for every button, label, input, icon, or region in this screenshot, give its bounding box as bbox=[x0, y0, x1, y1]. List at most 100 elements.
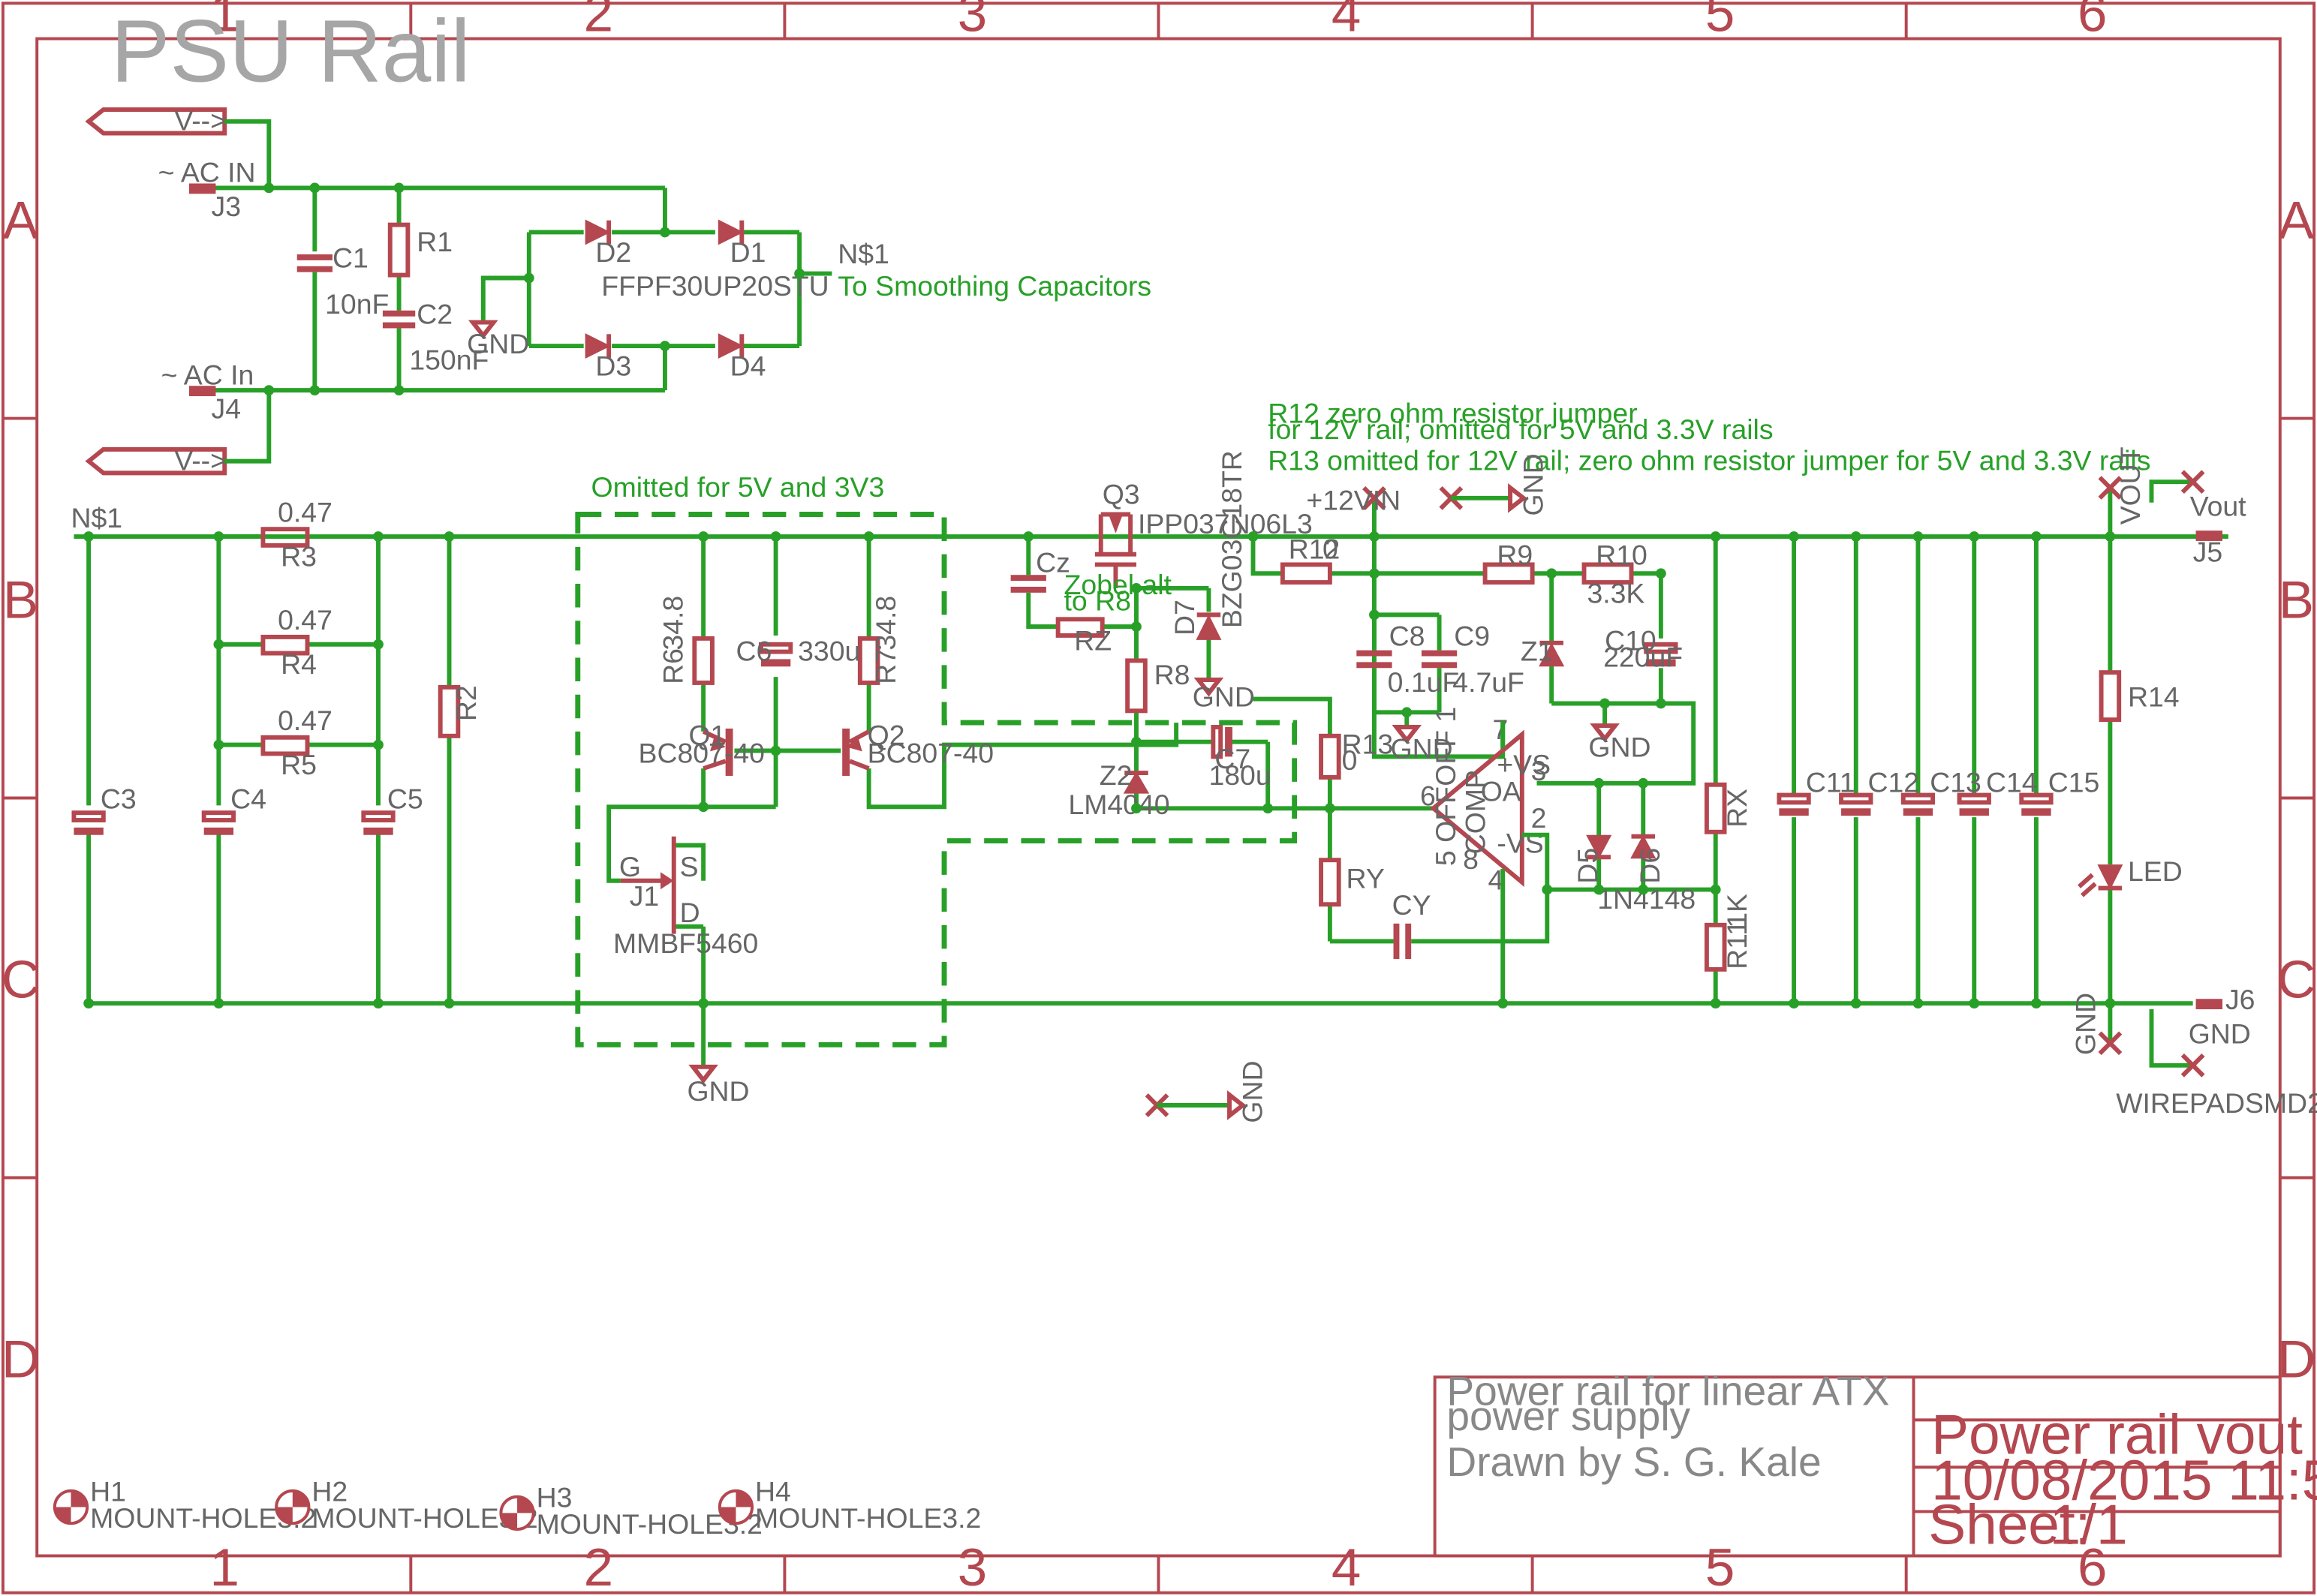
r6-label: R6 bbox=[657, 648, 689, 684]
design-notes: R12 zero ohm resistor jumper for 12V rai… bbox=[591, 397, 2151, 502]
j6-label: J6 bbox=[2225, 984, 2255, 1015]
tb-description-2: power supply bbox=[1446, 1393, 1690, 1439]
gnd-symbol-icon bbox=[1392, 725, 1422, 744]
r10-value: 3.3K bbox=[1587, 578, 1644, 609]
r6-value: 34.8 bbox=[657, 596, 689, 651]
h4-label: H4 bbox=[755, 1476, 791, 1507]
r13-value: 0 bbox=[1342, 744, 1358, 776]
c14-label: C14 bbox=[1986, 767, 2038, 798]
omitted-note: Omitted for 5V and 3V3 bbox=[591, 471, 885, 503]
c10-value: 220uF bbox=[1603, 641, 1683, 672]
tb-sheet-number: 1/1 bbox=[2050, 1493, 2128, 1556]
c1-label: C1 bbox=[333, 242, 369, 274]
d2-label: D2 bbox=[595, 236, 631, 268]
col-label: 6 bbox=[2078, 0, 2107, 44]
d1-label: D1 bbox=[730, 236, 766, 268]
j1-drain-label: D bbox=[680, 897, 700, 928]
d4-label: D4 bbox=[730, 350, 766, 381]
gnd-label: GND bbox=[1588, 731, 1650, 762]
gnd-label: GND bbox=[1391, 732, 1453, 764]
cy-label: CY bbox=[1392, 889, 1431, 921]
h2-label: H2 bbox=[311, 1476, 348, 1507]
col-label: 1 bbox=[210, 0, 239, 44]
c6-label: C6 bbox=[736, 635, 772, 666]
c13-label: C13 bbox=[1930, 767, 1981, 798]
tb-date: 10/08/2015 11:54 bbox=[1931, 1449, 2317, 1512]
r3-value: 0.47 bbox=[278, 496, 333, 527]
r7-body bbox=[857, 636, 880, 685]
c3-capacitor-icon bbox=[71, 810, 106, 835]
d7-zener-icon bbox=[1196, 612, 1222, 640]
gnd-symbol-icon bbox=[1227, 1090, 1247, 1120]
r7-value: 34.8 bbox=[870, 596, 901, 651]
q3-label: Q3 bbox=[1103, 479, 1140, 510]
d1-diode-icon bbox=[718, 219, 745, 245]
col-label: 6 bbox=[2078, 1538, 2107, 1596]
cz-label: Cz bbox=[1036, 546, 1070, 578]
rz-body bbox=[1055, 617, 1105, 638]
d2-diode-icon bbox=[585, 219, 612, 245]
c9-capacitor-icon bbox=[1421, 650, 1458, 669]
z1-label: Z1 bbox=[1521, 635, 1554, 666]
r4-label: R4 bbox=[281, 648, 317, 680]
gnd-pad-label: GND bbox=[2189, 1017, 2251, 1049]
col-label: 5 bbox=[1705, 0, 1735, 44]
mount-hole-icon bbox=[718, 1489, 754, 1525]
col-label: 4 bbox=[1332, 0, 1361, 44]
oa-pin4: 4 bbox=[1488, 864, 1504, 896]
ns1-rail-label: N$1 bbox=[71, 502, 123, 534]
vout-label: VOUT bbox=[2114, 446, 2146, 524]
wirepad-label: WIREPADSMD2,54-5,08 bbox=[2116, 1087, 2317, 1119]
r12-note-line1: R12 zero ohm resistor jumper bbox=[1268, 397, 1638, 428]
z2-reference-icon bbox=[1123, 771, 1150, 794]
c15-capacitor-icon bbox=[2019, 792, 2054, 816]
net-v-top: V--> bbox=[174, 105, 227, 137]
r8-label: R8 bbox=[1154, 659, 1190, 690]
12vin-label: +12VIN bbox=[1306, 485, 1401, 516]
d5-label: D5 bbox=[1572, 848, 1603, 884]
r3-label: R3 bbox=[281, 540, 317, 572]
current-source-block: R6 34.8 R7 34.8 C6 330u Q1 BC807-40 Q2 B… bbox=[575, 512, 1298, 1107]
omitted-region-outline bbox=[575, 512, 1298, 1047]
c6-value: 330u bbox=[798, 635, 860, 666]
d4-diode-icon bbox=[718, 333, 745, 359]
c5-capacitor-icon bbox=[361, 810, 396, 835]
r10-label: R10 bbox=[1596, 539, 1647, 570]
c7-value: 180u bbox=[1208, 759, 1271, 791]
vout-pad-label: Vout bbox=[2190, 490, 2246, 521]
sheet-title: PSU Rail bbox=[111, 2, 471, 101]
col-label: 2 bbox=[584, 1538, 613, 1596]
gnd-label: GND bbox=[687, 1075, 749, 1107]
zobel-note-line2: to R8 bbox=[1064, 585, 1131, 616]
gnd-label: GND bbox=[1236, 1061, 1268, 1123]
r6-body bbox=[692, 636, 715, 685]
oa-pin7: 7 bbox=[1492, 714, 1508, 745]
ac-in-bottom-label: ~ AC In bbox=[161, 359, 254, 390]
j1-jfet-icon bbox=[620, 836, 676, 934]
d3-diode-icon bbox=[585, 333, 612, 359]
rectifier-section: arrows --> V--> V--> ~ AC IN J3 ~ AC In bbox=[85, 105, 1151, 476]
title-block: Power rail for linear ATX power supply D… bbox=[1433, 1368, 2317, 1558]
r11-body bbox=[1704, 922, 1727, 972]
q1-value: BC807-40 bbox=[639, 737, 765, 768]
c6-capacitor-icon bbox=[758, 642, 793, 667]
j5-label: J5 bbox=[2193, 537, 2223, 568]
vout-no-connect-icon bbox=[2098, 476, 2123, 500]
pass-element: Q3 IPP037N06L3 Cz RZ Zobel alt to R8 R8 … bbox=[1010, 450, 1434, 820]
c1-plate bbox=[296, 254, 333, 260]
c8-label: C8 bbox=[1389, 621, 1425, 652]
oa-pin2: 2 bbox=[1531, 802, 1547, 834]
led-icon bbox=[2078, 864, 2123, 897]
tb-drawn-by: Drawn by S. G. Kale bbox=[1446, 1438, 1821, 1485]
frame-column-labels-top: 1 2 3 4 5 6 bbox=[210, 0, 2108, 44]
j3-pad bbox=[189, 183, 216, 194]
oa-opamp-icon bbox=[1430, 729, 1524, 888]
c10-label: C10 bbox=[1605, 625, 1657, 657]
c1-value: 10nF bbox=[325, 288, 389, 320]
r14-body bbox=[2099, 670, 2122, 723]
cz-capacitor-icon bbox=[1010, 575, 1046, 593]
c4-capacitor-icon bbox=[201, 810, 236, 835]
r13-label: R13 bbox=[1342, 728, 1394, 759]
r12-value: 0 bbox=[1322, 534, 1338, 565]
